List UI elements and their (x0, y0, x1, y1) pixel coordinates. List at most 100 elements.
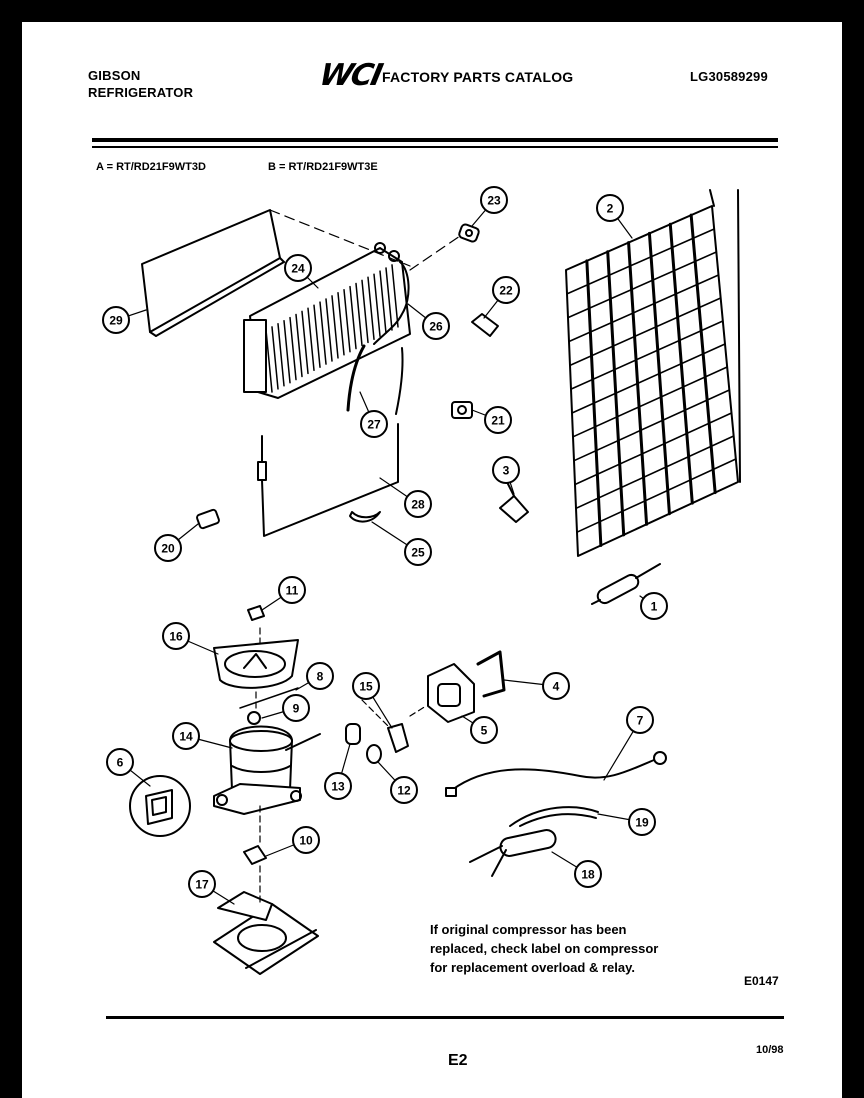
callout-label-2: 2 (607, 202, 614, 216)
grommet-part-23 (458, 223, 480, 243)
callout-label-23: 23 (487, 194, 501, 208)
callout-circle-8 (306, 662, 334, 690)
callout-label-12: 12 (397, 784, 411, 798)
callout-circle-27 (360, 410, 388, 438)
callout-circle-9 (282, 694, 310, 722)
footer-rule (106, 1016, 784, 1019)
callout-label-25: 25 (411, 546, 425, 560)
catalog-number: LG30589299 (690, 69, 768, 84)
callout-label-5: 5 (481, 724, 488, 738)
clip-part-21 (451, 401, 473, 419)
bracket-part-3 (499, 483, 529, 523)
callout-circle-29 (102, 306, 130, 334)
header-rule-bottom (92, 146, 778, 148)
model-a: A = RT/RD21F9WT3D (96, 161, 206, 173)
callout-group: 1234567891011121314151617181920212223242… (102, 186, 668, 905)
screw-part-9 (247, 711, 261, 725)
relay-cover-part-5 (427, 663, 475, 723)
callout-label-1: 1 (651, 600, 658, 614)
panel-part (141, 209, 285, 337)
callout-circle-12 (390, 776, 418, 804)
callout-label-21: 21 (491, 414, 505, 428)
callout-label-20: 20 (161, 542, 175, 556)
callout-circle-16 (162, 622, 190, 650)
capacitor-part (469, 829, 557, 877)
power-cord-part (445, 751, 667, 797)
callout-label-11: 11 (286, 584, 299, 598)
callout-label-22: 22 (499, 284, 513, 298)
grommet-part-10 (243, 845, 267, 865)
evaporator-part (243, 242, 411, 399)
callout-label-9: 9 (293, 702, 300, 716)
spring-part-8 (239, 687, 299, 709)
callout-label-26: 26 (429, 320, 443, 334)
callout-label-7: 7 (637, 714, 644, 728)
compressor-note: If original compressor has been replaced… (430, 922, 659, 975)
protector-part-12 (366, 744, 382, 764)
callout-label-24: 24 (291, 262, 305, 276)
catalog-title: FACTORY PARTS CATALOG (382, 69, 574, 85)
figure-code: E0147 (744, 974, 779, 988)
overload-part-13 (345, 723, 361, 745)
callout-circle-25 (404, 538, 432, 566)
callout-label-28: 28 (411, 498, 425, 512)
page-date: 10/98 (756, 1044, 784, 1056)
callout-circle-13 (324, 772, 352, 800)
callout-circle-26 (422, 312, 450, 340)
callout-circle-3 (492, 456, 520, 484)
callout-circle-11 (278, 576, 306, 604)
drier-part (591, 563, 661, 605)
callout-label-27: 27 (367, 418, 381, 432)
relay-part-15 (387, 723, 409, 753)
callout-circle-17 (188, 870, 216, 898)
callout-label-15: 15 (359, 680, 373, 694)
bracket-part-22 (471, 313, 499, 337)
leader-lines (255, 209, 461, 903)
callout-circle-2 (596, 194, 624, 222)
callout-circle-20 (154, 534, 182, 562)
callout-circle-24 (284, 254, 312, 282)
callout-label-10: 10 (299, 834, 313, 848)
callout-circle-18 (574, 860, 602, 888)
callout-circle-4 (542, 672, 570, 700)
capillary-tubing (346, 261, 410, 415)
callout-label-4: 4 (553, 680, 560, 694)
callout-label-29: 29 (109, 314, 123, 328)
header-rule-top (92, 138, 778, 142)
callout-label-16: 16 (169, 630, 183, 644)
relay-bracket-part-4 (476, 650, 506, 698)
tube-clamp-part (349, 511, 381, 523)
callout-circle-15 (352, 672, 380, 700)
compressor-base-part (213, 891, 319, 975)
callout-circle-28 (404, 490, 432, 518)
callout-label-19: 19 (635, 816, 649, 830)
page-number: E2 (448, 1052, 468, 1069)
callout-circle-10 (292, 826, 320, 854)
inset-detail-6 (129, 775, 191, 837)
terminal-cover-part-16 (213, 639, 299, 689)
catalog-sheet: GIBSON REFRIGERATOR WCI FACTORY PARTS CA… (22, 22, 842, 1098)
brand-name: GIBSON (88, 68, 141, 83)
compressor-part (213, 725, 321, 815)
suction-line-part (257, 423, 399, 537)
callout-label-18: 18 (581, 868, 595, 882)
callout-label-8: 8 (317, 670, 324, 684)
clip-part-20 (196, 508, 220, 530)
product-type: REFRIGERATOR (88, 85, 194, 100)
callout-label-17: 17 (195, 878, 209, 892)
callout-circle-5 (470, 716, 498, 744)
callout-label-13: 13 (331, 780, 345, 794)
callout-circle-19 (628, 808, 656, 836)
callout-circle-21 (484, 406, 512, 434)
model-b: B = RT/RD21F9WT3E (268, 161, 378, 173)
callout-circle-7 (626, 706, 654, 734)
callout-circle-6 (106, 748, 134, 776)
capacitor-strap-part (509, 806, 599, 827)
callout-circle-1 (640, 592, 668, 620)
callout-circle-14 (172, 722, 200, 750)
callout-label-6: 6 (117, 756, 124, 770)
nut-part-11 (247, 605, 265, 621)
callout-label-14: 14 (179, 730, 193, 744)
callout-circle-23 (480, 186, 508, 214)
